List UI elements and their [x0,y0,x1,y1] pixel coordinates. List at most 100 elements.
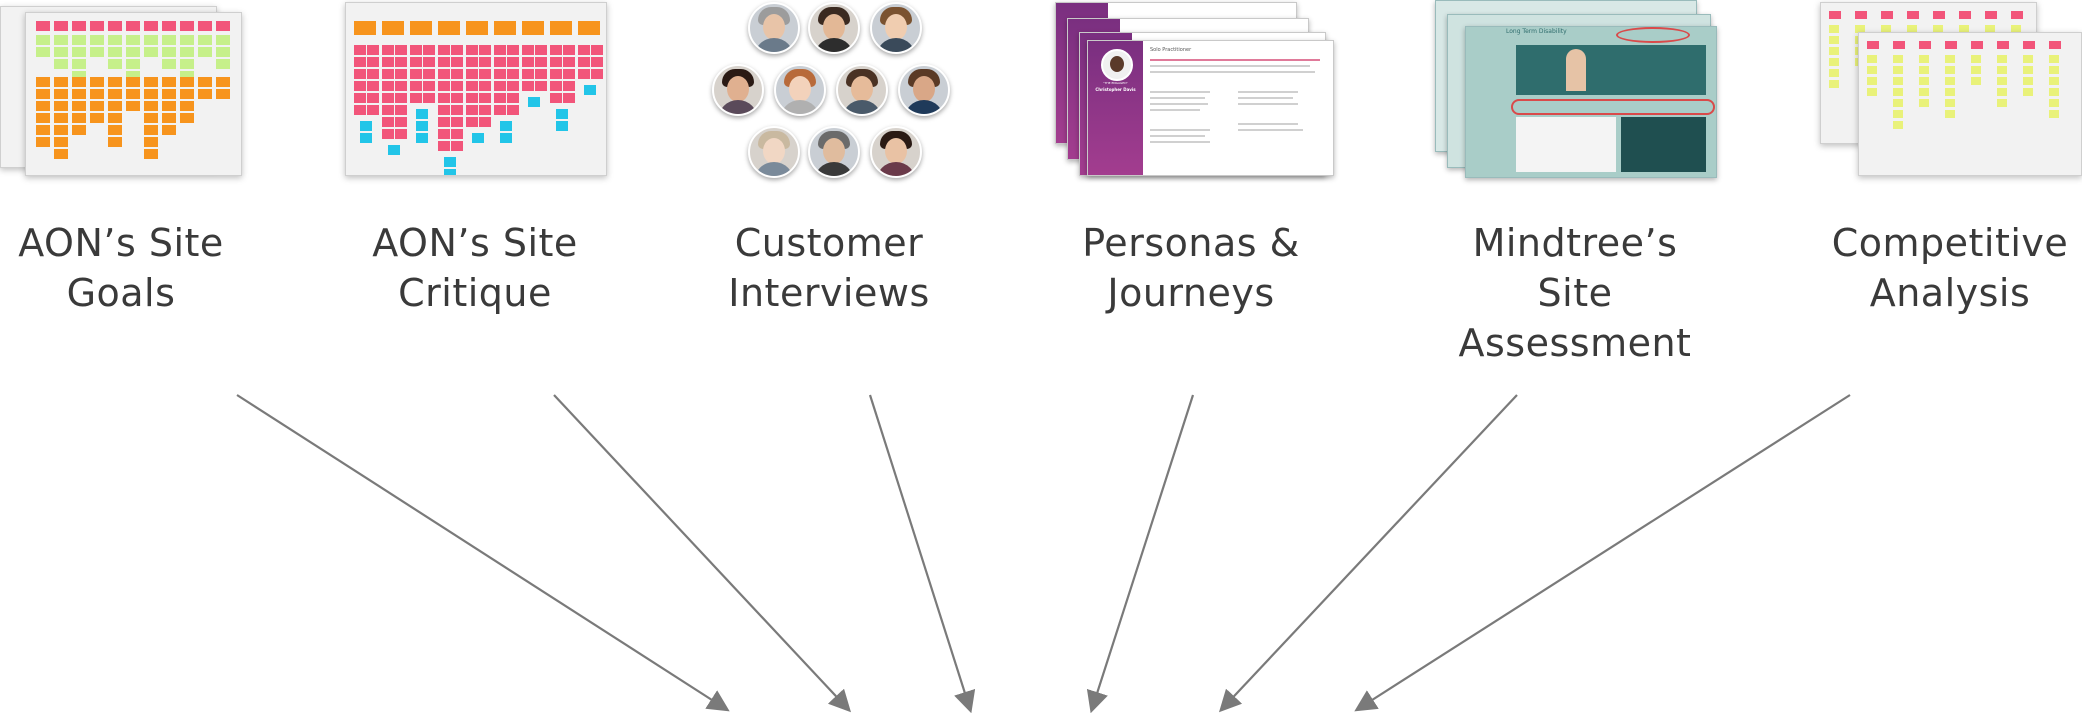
sticky-note [451,117,463,127]
sticky-note [367,57,379,67]
sticky-note [451,105,463,115]
sticky-note [108,125,122,135]
sticky-note [367,69,379,79]
sticky-note [198,47,212,57]
sticky-note [360,133,372,143]
sticky-note [451,57,463,67]
sticky-note [438,69,450,79]
persona-cards-thumbnail: “THE ENGAGED” Christopher Davis Solo Pra… [1055,0,1335,180]
text-line [1150,129,1210,131]
arrow-from-competitive-analysis [1354,394,1851,712]
sticky-note [466,93,478,103]
sticky-note [438,45,450,55]
sticky-note [438,141,450,151]
sticky-note [507,105,519,115]
competitive-board-thumbnail [1820,0,2082,180]
sticky-note [162,59,176,69]
assessment-title: Long Term Disability [1506,28,1567,35]
sticky-note [180,47,194,57]
sticky-note [423,93,435,103]
sticky-note [162,77,176,87]
sticky-note [198,77,212,87]
sticky-note [395,57,407,67]
sticky-note [1907,25,1917,33]
screenshot-front: Long Term Disability [1465,26,1717,178]
sticky-note [451,141,463,151]
sticky-note [494,93,506,103]
interviewee-photo [836,64,888,116]
quick-links-panel [1621,117,1706,172]
sticky-note [2023,41,2035,49]
sticky-note [354,21,376,35]
sticky-note [1829,69,1839,77]
sticky-note [144,77,158,87]
sticky-note [1893,110,1903,118]
sticky-note [72,35,86,45]
sticky-note [354,69,366,79]
sticky-note [1893,66,1903,74]
sticky-note [535,57,547,67]
sticky-note [500,121,512,131]
sticky-note [2049,110,2059,118]
sticky-note [126,35,140,45]
sticky-note [466,21,488,35]
sticky-note [108,137,122,147]
sticky-note [72,71,86,81]
sticky-note [162,125,176,135]
sticky-note [578,21,600,35]
sticky-note [466,45,478,55]
sticky-note [36,47,50,57]
interviewee-photo [870,2,922,54]
sticky-note [438,81,450,91]
sticky-note [522,69,534,79]
sticky-note [479,69,491,79]
label-line-1: Competitive [1831,221,2069,265]
sticky-note [395,45,407,55]
sticky-note [162,113,176,123]
text-line [1238,129,1303,131]
sticky-note [1881,25,1891,33]
sticky-note [354,57,366,67]
sticky-note [1945,41,1957,49]
interviewee-photo [748,126,800,178]
sticky-note [550,93,562,103]
sticky-note [180,71,194,81]
sticky-note [180,101,194,111]
sticky-note [395,129,407,139]
sticky-note [198,89,212,99]
sticky-note [382,117,394,127]
interviewee-photo [808,2,860,54]
sticky-note [423,69,435,79]
sticky-note [1933,11,1945,19]
sticky-note [416,109,428,119]
sticky-note [2023,66,2033,74]
text-line [1150,109,1200,111]
sticky-note [438,129,450,139]
sticky-note [535,81,547,91]
sticky-note [2023,77,2033,85]
sticky-note [72,47,86,57]
sticky-note [108,47,122,57]
sticky-note [1945,88,1955,96]
sticky-note [423,81,435,91]
sticky-note [180,59,194,69]
sticky-note [479,93,491,103]
sticky-note [591,57,603,67]
sticky-note [2011,11,2023,19]
sticky-note [578,45,590,55]
sticky-note [1829,11,1841,19]
sticky-note [216,35,230,45]
sticky-note [410,93,422,103]
sticky-note [451,69,463,79]
sticky-note [144,125,158,135]
sticky-note [522,81,534,91]
label-line-1: AON’s Site [372,221,578,265]
sticky-note [90,47,104,57]
hero-figure [1566,49,1586,91]
label-line-2: Journeys [1107,271,1275,315]
sticky-note [382,93,394,103]
sticky-note [108,21,122,31]
sticky-note [2049,41,2061,49]
sticky-note [126,89,140,99]
